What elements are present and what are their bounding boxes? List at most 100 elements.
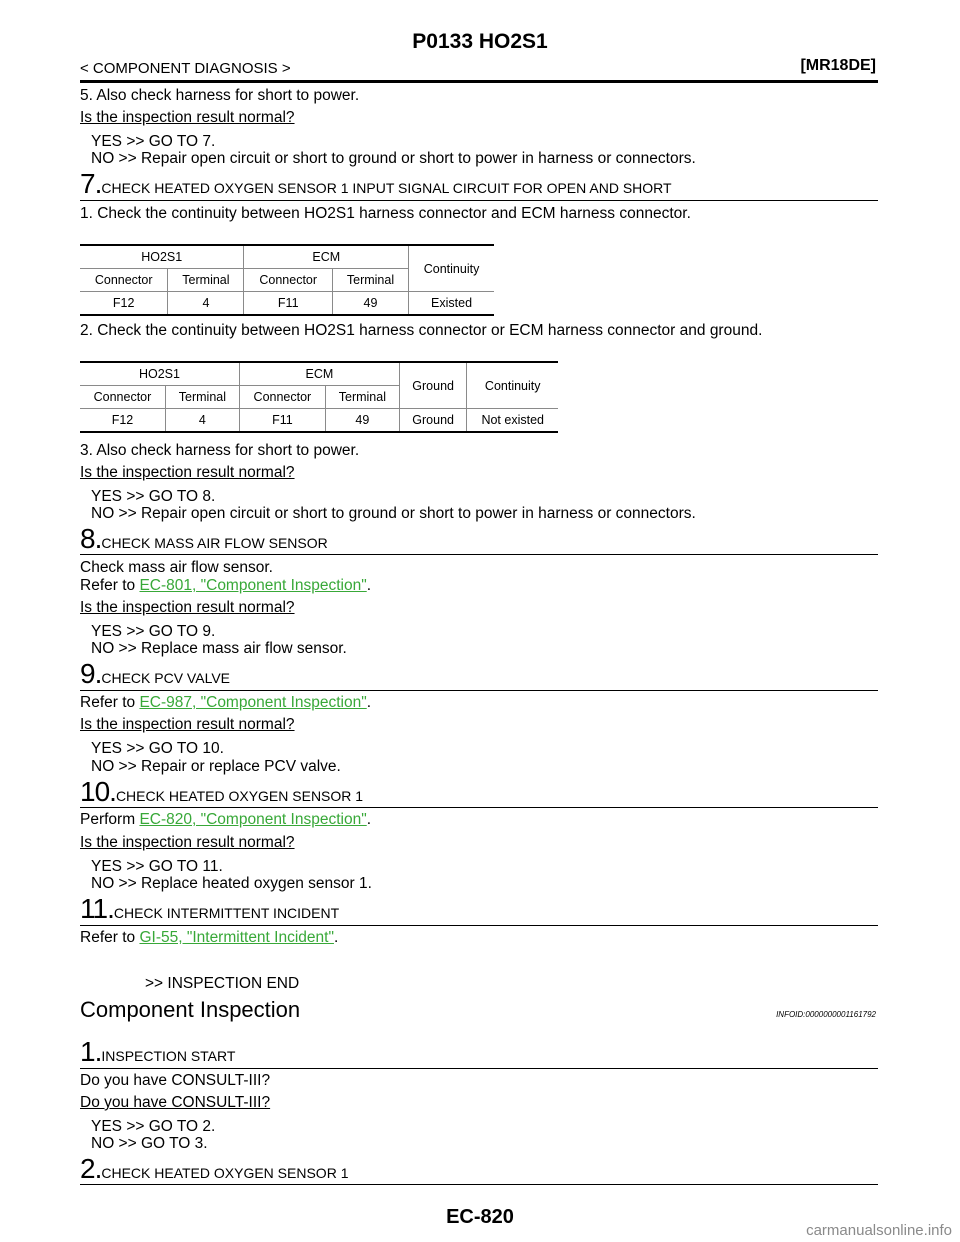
continuity-table-2: HO2S1 ECM Ground Continuity Connector Te… (80, 361, 558, 433)
step7-no: NO >> Repair open circuit or short to gr… (91, 505, 696, 522)
table-cell: F12 (80, 291, 169, 315)
step10-no: NO >> Replace heated oxygen sensor 1. (91, 875, 372, 892)
table2-header-continuity: Continuity (466, 362, 558, 409)
table2-header-ground: Ground (398, 362, 468, 409)
step10-heading: 10.CHECK HEATED OXYGEN SENSOR 1 (80, 776, 363, 808)
consult-question-underlined: Do you have CONSULT-III? (80, 1094, 271, 1111)
table2-header-terminal: Terminal (164, 385, 240, 409)
step9-yes: YES >> GO TO 10. (91, 740, 224, 757)
link-ec-801[interactable]: EC-801, "Component Inspection" (139, 577, 367, 594)
comp-step1-heading: 1.INSPECTION START (80, 1036, 235, 1068)
section-heading: Component Inspection (80, 997, 301, 1022)
step10-number: 10. (80, 776, 117, 807)
step10-refer: Perform EC-820, "Component Inspection". (80, 810, 371, 829)
step7-yes: YES >> GO TO 8. (91, 488, 216, 505)
step9-rule (80, 690, 878, 691)
step8-refer: Refer to EC-801, "Component Inspection". (80, 576, 371, 595)
step11-heading: 11.CHECK INTERMITTENT INCIDENT (80, 893, 339, 925)
table2-header-ho2s1: HO2S1 (80, 362, 240, 386)
step9-heading: 9.CHECK PCV VALVE (80, 658, 230, 690)
step9-question: Is the inspection result normal? (80, 716, 295, 733)
inspection-end: >> INSPECTION END (145, 975, 300, 992)
comp-no: NO >> GO TO 3. (91, 1135, 208, 1152)
period: . (366, 694, 372, 711)
refer-text: Refer to (80, 929, 140, 946)
comp-yes: YES >> GO TO 2. (91, 1118, 216, 1135)
page-number: EC-820 (446, 1206, 514, 1228)
step6-yes: YES >> GO TO 7. (91, 133, 216, 150)
table2-header-connector: Connector (238, 385, 326, 409)
engine-label: [MR18DE] (800, 57, 876, 74)
link-ec-987[interactable]: EC-987, "Component Inspection" (139, 694, 367, 711)
step9-title: CHECK PCV VALVE (101, 670, 230, 686)
step11-rule (80, 925, 878, 926)
page-title: P0133 HO2S1 (412, 30, 548, 53)
table-row: F12 4 F11 49 Ground Not existed (80, 408, 558, 432)
table-cell: Existed (408, 291, 494, 315)
step8-title: CHECK MASS AIR FLOW SENSOR (101, 535, 328, 551)
continuity-table-1: HO2S1 ECM Continuity Connector Terminal … (80, 244, 494, 316)
link-ec-820[interactable]: EC-820, "Component Inspection" (139, 811, 367, 828)
section-label: < COMPONENT DIAGNOSIS > (80, 60, 291, 77)
table-cell: F11 (243, 291, 333, 315)
comp-step1-title: INSPECTION START (101, 1048, 236, 1064)
step7-rule (80, 200, 878, 201)
step11-title: CHECK INTERMITTENT INCIDENT (113, 905, 340, 921)
step7-question: Is the inspection result normal? (80, 464, 295, 481)
step8-question: Is the inspection result normal? (80, 599, 295, 616)
comp-step2-title: CHECK HEATED OXYGEN SENSOR 1 (101, 1165, 349, 1181)
table1-header-connector: Connector (80, 268, 169, 292)
info-id: INFOID:0000000001161792 (776, 1010, 876, 1019)
step8-number: 8. (80, 523, 102, 554)
step11-refer: Refer to GI-55, "Intermittent Incident". (80, 928, 338, 947)
step6-no: NO >> Repair open circuit or short to gr… (91, 150, 696, 167)
comp-step2-number: 2. (80, 1153, 102, 1184)
step10-rule (80, 807, 878, 808)
step9-refer: Refer to EC-987, "Component Inspection". (80, 693, 371, 712)
step7-title: CHECK HEATED OXYGEN SENSOR 1 INPUT SIGNA… (101, 180, 672, 196)
period: . (366, 811, 372, 828)
table1-header-ho2s1: HO2S1 (80, 245, 245, 269)
step7-item3: 3. Also check harness for short to power… (80, 442, 360, 459)
refer-text: Refer to (80, 694, 140, 711)
comp-step1-number: 1. (80, 1036, 102, 1067)
refer-text: Perform (80, 811, 140, 828)
comp-step1-rule (80, 1068, 878, 1069)
comp-step2-rule (80, 1184, 878, 1185)
table-row: F12 4 F11 49 Existed (80, 291, 494, 315)
table-cell: Ground (398, 408, 468, 432)
comp-step2-heading: 2.CHECK HEATED OXYGEN SENSOR 1 (80, 1153, 349, 1185)
step10-yes: YES >> GO TO 11. (91, 858, 223, 875)
table-cell: F11 (238, 408, 326, 432)
step7-item2: 2. Check the continuity between HO2S1 ha… (80, 322, 763, 339)
step7-number: 7. (80, 168, 102, 199)
link-gi-55[interactable]: GI-55, "Intermittent Incident" (139, 929, 334, 946)
table1-header-continuity: Continuity (408, 245, 494, 292)
table-cell: 49 (331, 291, 410, 315)
period: . (333, 929, 339, 946)
step8-line1: Check mass air flow sensor. (80, 559, 273, 576)
step8-no: NO >> Replace mass air flow sensor. (91, 640, 347, 657)
step10-title: CHECK HEATED OXYGEN SENSOR 1 (115, 788, 364, 804)
step10-question: Is the inspection result normal? (80, 834, 295, 851)
refer-text: Refer to (80, 577, 140, 594)
step7-item1: 1. Check the continuity between HO2S1 ha… (80, 205, 691, 222)
consult-question: Do you have CONSULT-III? (80, 1072, 271, 1089)
table-cell: 4 (167, 291, 245, 315)
step9-number: 9. (80, 658, 102, 689)
table1-header-ecm: ECM (243, 245, 410, 269)
step8-yes: YES >> GO TO 9. (91, 623, 216, 640)
table1-header-terminal: Terminal (331, 268, 409, 292)
step7-heading: 7.CHECK HEATED OXYGEN SENSOR 1 INPUT SIG… (80, 168, 672, 200)
table-cell: Not existed (466, 408, 558, 432)
table2-header-connector: Connector (80, 385, 166, 409)
table1-header-connector: Connector (243, 268, 333, 292)
period: . (366, 577, 372, 594)
step6-question: Is the inspection result normal? (80, 109, 295, 126)
table-cell: 49 (324, 408, 400, 432)
step6-item5: 5. Also check harness for short to power… (80, 87, 360, 104)
table2-header-terminal: Terminal (324, 385, 400, 409)
step8-rule (80, 554, 878, 555)
table2-header-ecm: ECM (238, 362, 400, 386)
table-cell: 4 (164, 408, 240, 432)
